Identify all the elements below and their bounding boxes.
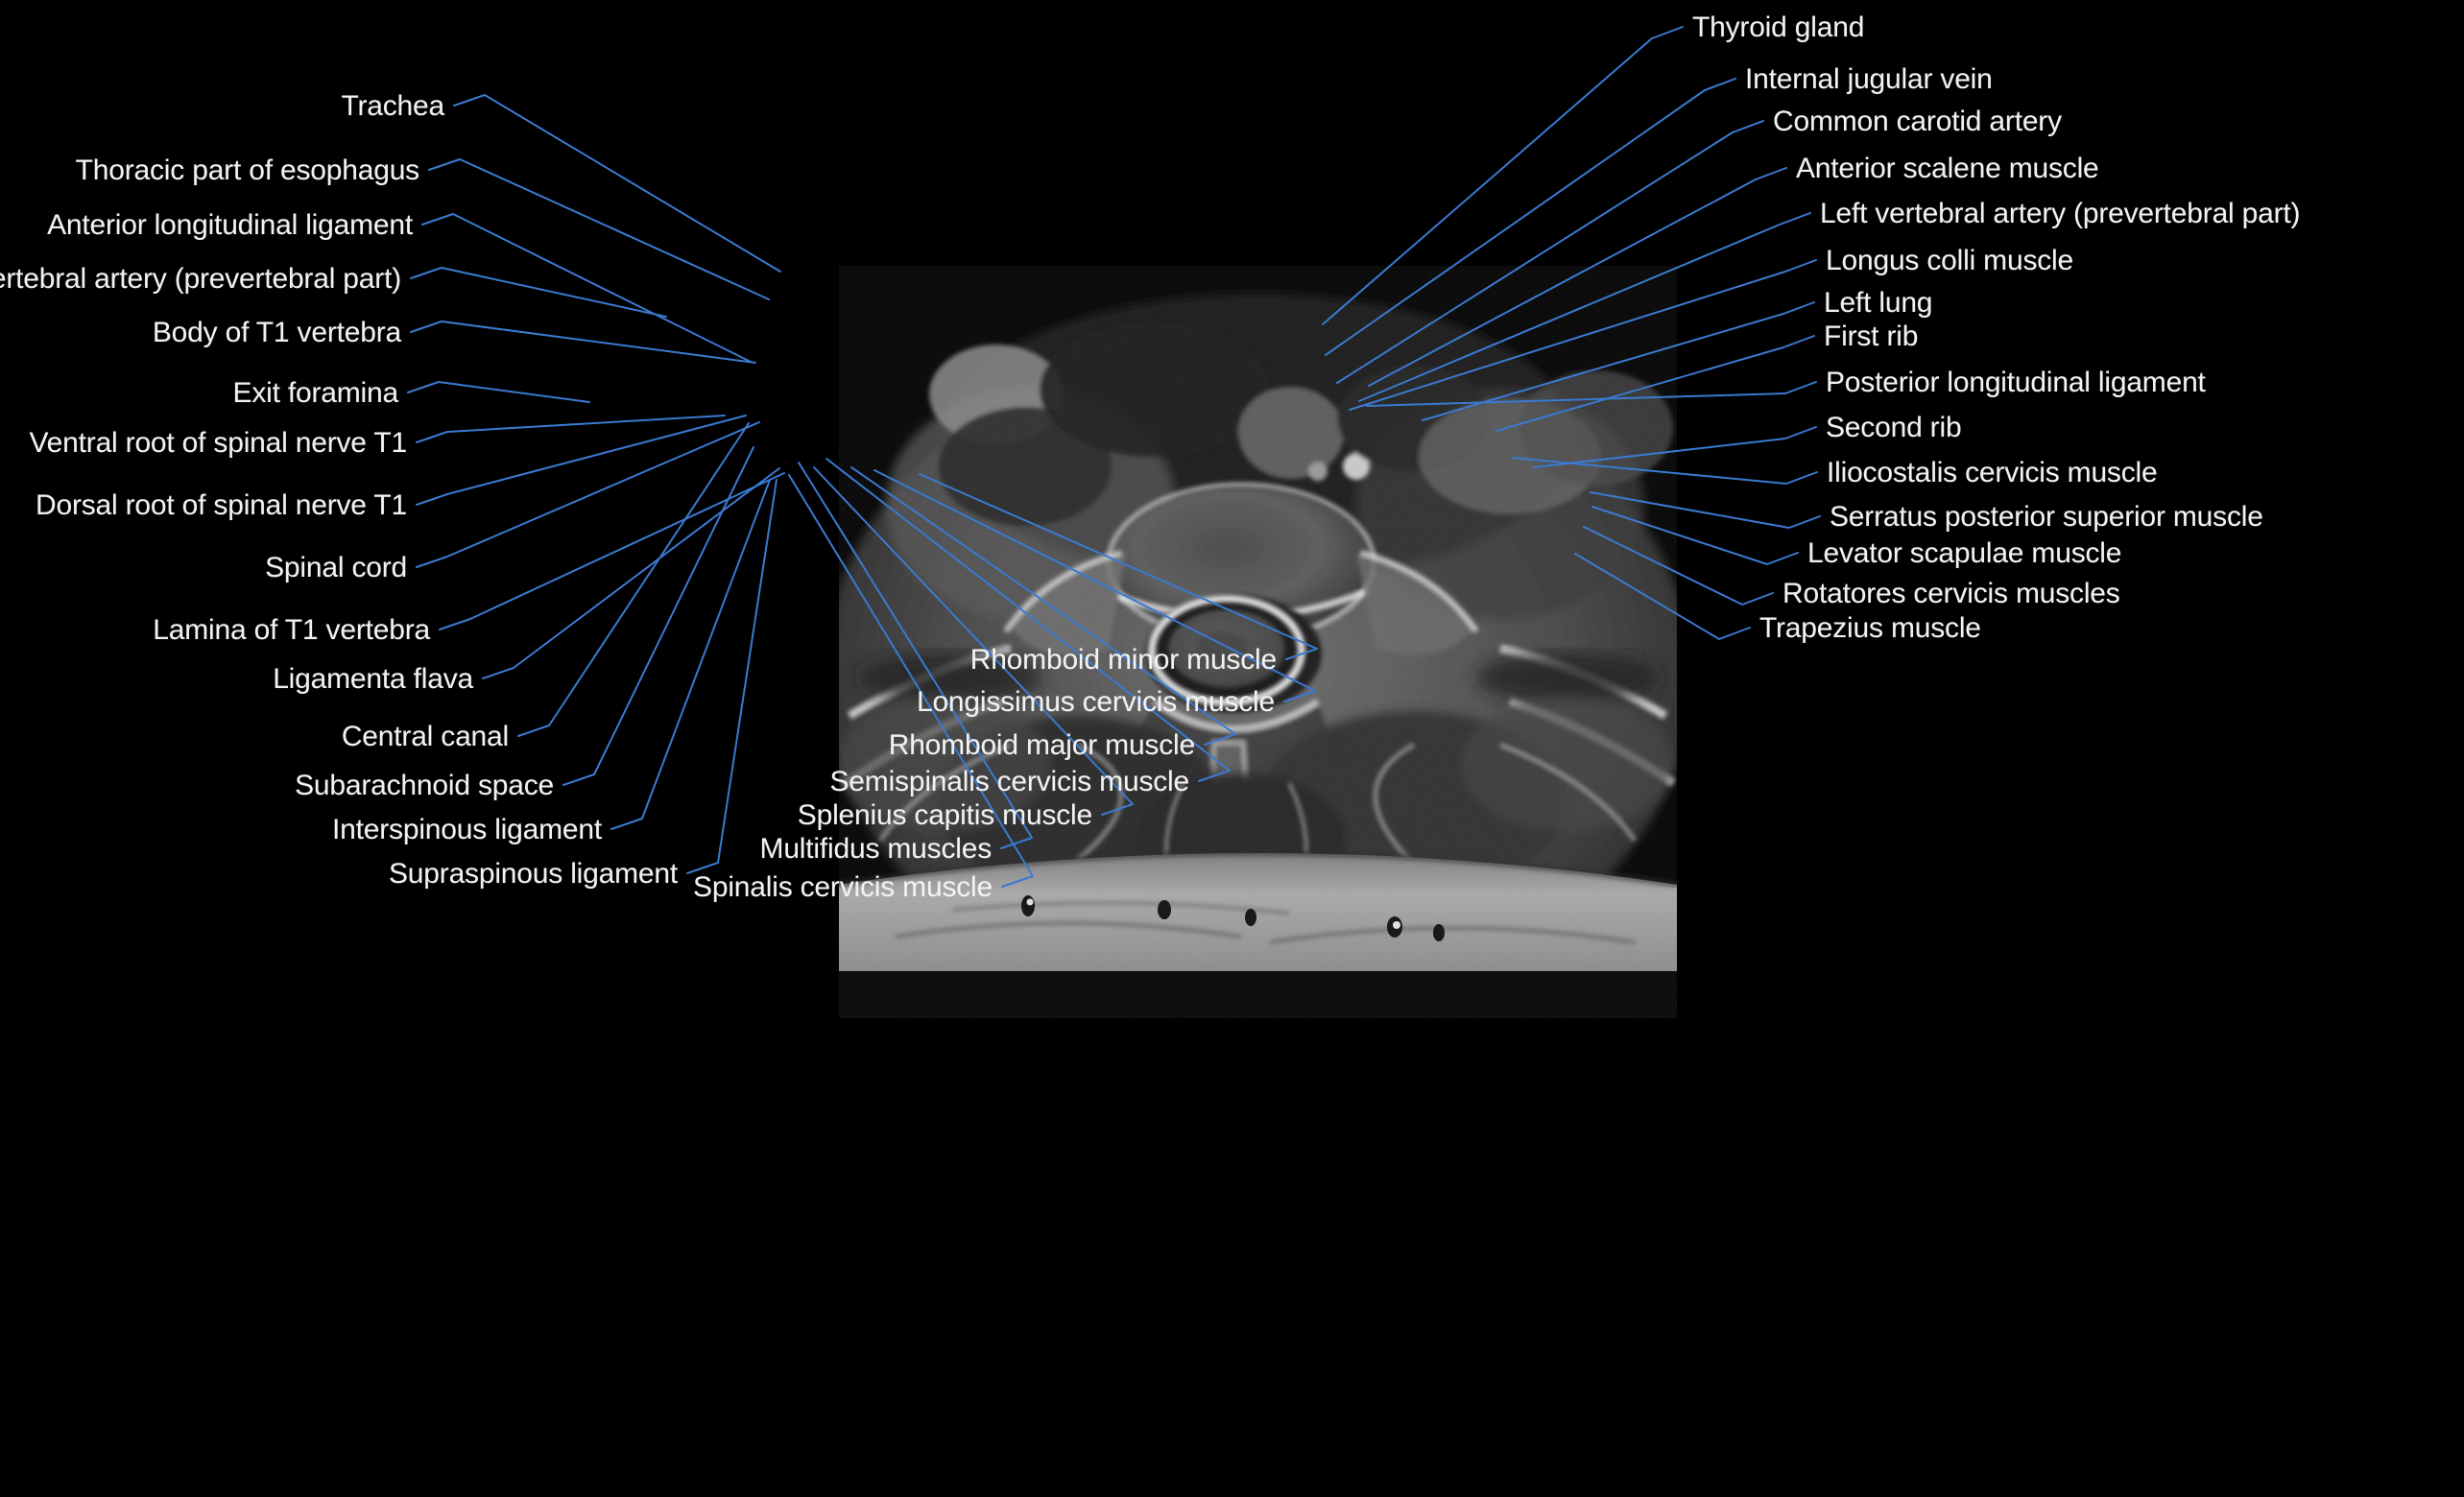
label-trapezius-muscle: Trapezius muscle bbox=[1759, 612, 1981, 644]
label-internal-jugular-vein: Internal jugular vein bbox=[1745, 63, 1993, 95]
leader-ventral-root-of-spinal-nerve-t1 bbox=[416, 415, 726, 443]
label-anterior-longitudinal-ligament: Anterior longitudinal ligament bbox=[47, 209, 413, 241]
label-multifidus-muscles: Multifidus muscles bbox=[759, 833, 993, 865]
label-trachea: Trachea bbox=[341, 90, 444, 122]
label-right-vertebral-artery: Right vertebral artery (prevertebral par… bbox=[0, 263, 401, 295]
label-ligamenta-flava: Ligamenta flava bbox=[273, 663, 473, 695]
label-interspinous-ligament: Interspinous ligament bbox=[332, 814, 602, 845]
label-second-rib: Second rib bbox=[1826, 412, 1962, 443]
leader-ligamenta-flava bbox=[482, 467, 780, 679]
label-central-canal: Central canal bbox=[341, 721, 509, 752]
label-left-lung: Left lung bbox=[1824, 287, 1933, 319]
label-longissimus-cervicis-muscle: Longissimus cervicis muscle bbox=[916, 686, 1275, 718]
label-semispinalis-cervicis-muscle: Semispinalis cervicis muscle bbox=[829, 766, 1190, 797]
mri-axial-scan bbox=[838, 265, 1678, 1019]
leader-interspinous-ligament bbox=[610, 479, 771, 830]
label-serratus-posterior-superior-muscle: Serratus posterior superior muscle bbox=[1830, 501, 2263, 533]
label-thoracic-part-of-esophagus: Thoracic part of esophagus bbox=[75, 154, 420, 186]
leader-spinal-cord bbox=[416, 421, 760, 568]
label-spinalis-cervicis-muscle: Spinalis cervicis muscle bbox=[693, 871, 993, 903]
label-first-rib: First rib bbox=[1824, 321, 1919, 352]
label-thyroid-gland: Thyroid gland bbox=[1692, 12, 1865, 43]
leader-dorsal-root-of-spinal-nerve-t1 bbox=[416, 415, 747, 506]
label-supraspinous-ligament: Supraspinous ligament bbox=[389, 858, 678, 890]
label-splenius-capitis-muscle: Splenius capitis muscle bbox=[797, 799, 1092, 831]
label-dorsal-root-of-spinal-nerve-t1: Dorsal root of spinal nerve T1 bbox=[36, 489, 407, 521]
label-subarachnoid-space: Subarachnoid space bbox=[295, 770, 554, 801]
leader-right-vertebral-artery bbox=[410, 267, 667, 318]
leader-central-canal bbox=[517, 422, 750, 737]
leader-body-of-t1-vertebra bbox=[410, 321, 756, 364]
label-exit-foramina: Exit foramina bbox=[232, 377, 399, 409]
label-levator-scapulae-muscle: Levator scapulae muscle bbox=[1807, 537, 2122, 569]
label-anterior-scalene-muscle: Anterior scalene muscle bbox=[1796, 153, 2099, 184]
label-body-of-t1-vertebra: Body of T1 vertebra bbox=[152, 317, 401, 348]
mri-image bbox=[838, 265, 1678, 1019]
leader-exit-foramina bbox=[407, 381, 590, 403]
leader-trachea bbox=[453, 94, 781, 273]
label-lamina-of-t1-vertebra: Lamina of T1 vertebra bbox=[153, 614, 430, 646]
label-spinal-cord: Spinal cord bbox=[265, 552, 407, 583]
label-common-carotid-artery: Common carotid artery bbox=[1773, 106, 2062, 137]
leader-thoracic-part-of-esophagus bbox=[428, 158, 770, 300]
label-left-vertebral-artery: Left vertebral artery (prevertebral part… bbox=[1820, 198, 2301, 229]
label-longus-colli-muscle: Longus colli muscle bbox=[1826, 245, 2073, 276]
label-iliocostalis-cervicis-muscle: Iliocostalis cervicis muscle bbox=[1827, 457, 2158, 488]
leader-anterior-longitudinal-ligament bbox=[421, 213, 752, 363]
label-rhomboid-major-muscle: Rhomboid major muscle bbox=[888, 729, 1195, 761]
leader-lamina-of-t1-vertebra bbox=[439, 472, 785, 630]
label-rhomboid-minor-muscle: Rhomboid minor muscle bbox=[969, 644, 1277, 676]
label-ventral-root-of-spinal-nerve-t1: Ventral root of spinal nerve T1 bbox=[29, 427, 408, 459]
leader-supraspinous-ligament bbox=[686, 479, 777, 874]
leader-subarachnoid-space bbox=[562, 446, 754, 786]
label-rotatores-cervicis-muscles: Rotatores cervicis muscles bbox=[1782, 578, 2120, 609]
label-posterior-longitudinal-ligament: Posterior longitudinal ligament bbox=[1826, 367, 2206, 398]
